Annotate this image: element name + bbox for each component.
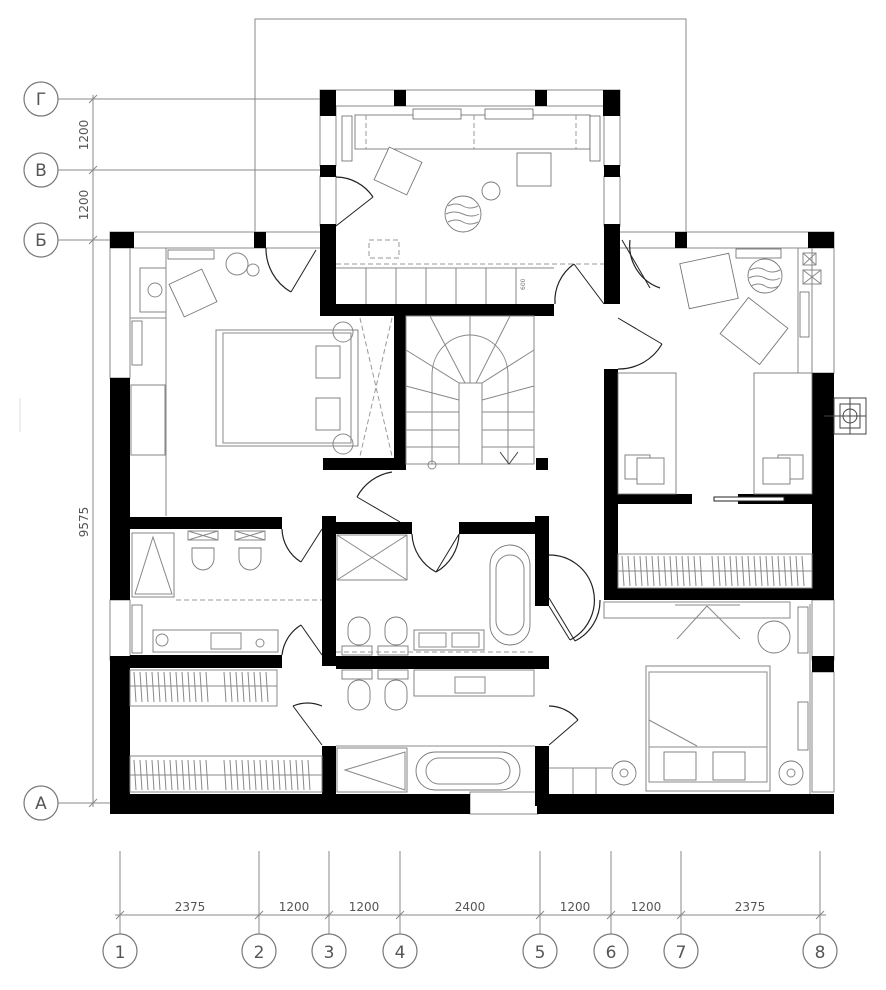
side-table-icon	[481, 181, 501, 201]
axis-label-b: Б	[35, 231, 47, 251]
vanity-icon	[152, 629, 279, 653]
vertical-axes: Г В Б А 1200 1200 9575	[19, 81, 320, 821]
armchair-icon	[679, 252, 739, 310]
axis-label-4: 4	[395, 943, 406, 963]
axis-marker-v	[23, 152, 59, 188]
round-table-icon	[757, 620, 791, 654]
dim-v-1200-mid: 1200	[77, 190, 91, 221]
left-bedroom-furniture	[130, 248, 393, 516]
armchair-icon	[373, 146, 423, 196]
axis-label-6: 6	[606, 943, 617, 963]
doors	[265, 176, 785, 746]
armchair-icon	[168, 268, 218, 318]
pillow-icon	[636, 457, 665, 485]
axis-label-8: 8	[815, 943, 826, 963]
dim-h-1200-d: 1200	[631, 900, 662, 914]
dim-h-1200-b: 1200	[349, 900, 380, 914]
sunroom-furniture: 600	[336, 108, 604, 304]
left-bathroom-furniture	[131, 530, 322, 654]
dim-h-1200-a: 1200	[279, 900, 310, 914]
toilet-icon	[347, 679, 371, 711]
walls	[110, 90, 867, 814]
bathtub-icon	[489, 544, 531, 646]
staircase	[405, 315, 535, 470]
axis-label-3: 3	[324, 943, 335, 963]
left-closet-furniture	[129, 669, 323, 793]
axis-marker-a	[23, 785, 59, 821]
dim-h-2375-left: 2375	[175, 900, 206, 914]
armchair-icon	[719, 296, 789, 366]
lower-bathroom-furniture	[336, 669, 535, 793]
pillow-icon	[315, 397, 341, 431]
axis-label-v: В	[35, 161, 47, 181]
axis-label-7: 7	[676, 943, 687, 963]
roof-outline	[254, 18, 687, 232]
shower-icon	[131, 532, 175, 598]
right-top-room-furniture	[617, 248, 822, 589]
axis-marker-b	[23, 222, 59, 258]
axis-label-2: 2	[254, 943, 265, 963]
axis-label-a: А	[35, 794, 47, 814]
hanging-rail-icon	[133, 671, 269, 703]
double-vanity-icon	[413, 629, 485, 651]
dim-v-1200-top: 1200	[77, 120, 91, 151]
pillow-icon	[762, 457, 791, 485]
dim-600: 600	[520, 278, 527, 290]
dim-h-2375-right: 2375	[735, 900, 766, 914]
pillow-icon	[663, 751, 697, 781]
toilet-icon	[191, 547, 215, 571]
right-bottom-bedroom-furniture	[549, 601, 811, 794]
dim-h-1200-c: 1200	[560, 900, 591, 914]
bathtub-icon	[415, 751, 521, 791]
toilet-icon	[384, 616, 408, 646]
axis-label-g: Г	[36, 90, 46, 110]
hanging-rail-icon	[133, 759, 311, 791]
axis-label-1: 1	[115, 943, 126, 963]
dim-h-2400: 2400	[455, 900, 486, 914]
nightstand-lamp-icon	[778, 760, 804, 786]
central-bathroom-furniture	[336, 534, 535, 656]
axis-marker-g	[23, 81, 59, 117]
bidet-icon	[384, 679, 408, 711]
hanging-rail-icon	[621, 555, 805, 587]
horizontal-axes: 2375 1200 1200 2400 1200 1200 2375 1 2 3…	[102, 851, 838, 969]
down-arrow-icon	[499, 451, 519, 465]
vanity-icon	[413, 669, 535, 697]
axis-label-5: 5	[535, 943, 546, 963]
armchair-icon	[516, 152, 552, 187]
pillow-icon	[315, 345, 341, 379]
bidet-icon	[347, 616, 371, 646]
toilet-icon	[238, 547, 262, 571]
nightstand-lamp-icon	[611, 760, 637, 786]
pillow-icon	[712, 751, 746, 781]
dim-v-9575: 9575	[77, 507, 91, 538]
